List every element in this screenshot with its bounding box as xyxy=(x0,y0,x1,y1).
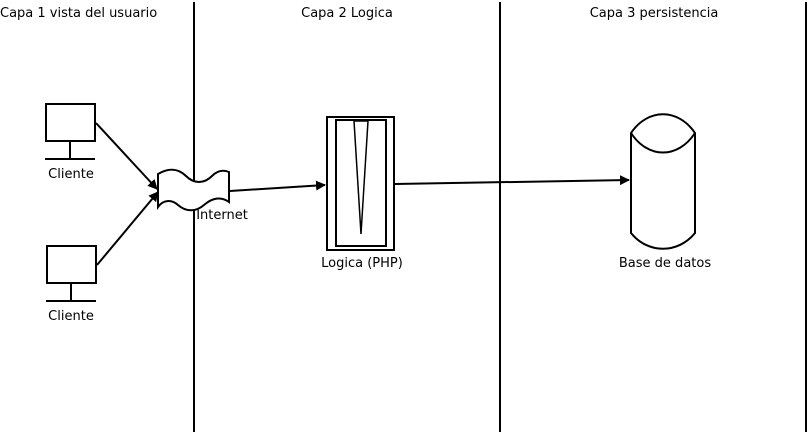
edge-internet-logic xyxy=(229,180,326,192)
computer-monitor-icon xyxy=(45,103,96,160)
edge-client-bottom-internet xyxy=(96,191,159,266)
internet-label: Internet xyxy=(196,208,248,223)
layer-title-3: Capa 3 persistencia xyxy=(589,6,719,21)
edge-logic-database xyxy=(394,175,630,186)
layer-title-1: Capa 1 vista del usuario xyxy=(0,6,158,21)
layer-title-2: Capa 2 Logica xyxy=(301,6,393,21)
database-label: Base de datos xyxy=(618,256,712,271)
database-cylinder-icon xyxy=(630,113,696,250)
client-bottom-label: Cliente xyxy=(48,309,94,324)
edge-client-top-internet xyxy=(95,122,158,190)
client-top-label: Cliente xyxy=(48,167,94,182)
logic-label: Logica (PHP) xyxy=(321,256,403,271)
network-cloud-icon xyxy=(157,168,230,212)
server-tower-icon xyxy=(326,116,395,251)
computer-monitor-icon xyxy=(46,245,97,302)
